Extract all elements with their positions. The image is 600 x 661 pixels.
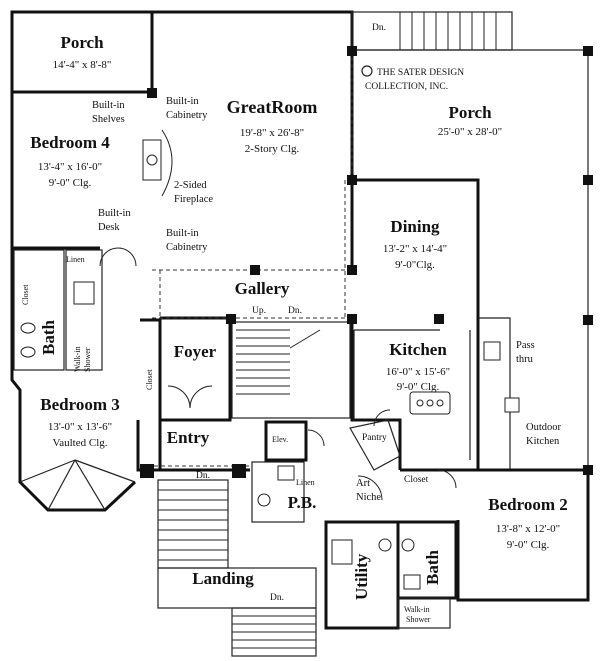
porch-left-dims: 14'-4" x 8'-8" [53, 59, 112, 71]
walkin-shower-left-box [65, 249, 103, 371]
fireplace [142, 129, 173, 197]
bedroom3-name: Bedroom 3 [40, 395, 120, 414]
dining-name: Dining [390, 217, 440, 236]
dining-ceiling: 9'-0"Clg. [395, 259, 435, 271]
builtin-desk-line2: Desk [98, 222, 120, 233]
builtin-shelves-line2: Shelves [92, 114, 125, 125]
landing-stairs [231, 607, 317, 657]
bath-left-box [13, 249, 65, 371]
foyer-wall [136, 316, 250, 472]
top-stair-treads [399, 12, 497, 50]
doors [99, 247, 457, 501]
copyright-icon [361, 65, 373, 77]
bedroom2-name: Bedroom 2 [488, 495, 568, 514]
kitchen-dims: 16'-0" x 15'-6" [386, 366, 450, 378]
builtin-shelves-line1: Built-in [92, 100, 125, 111]
walkin-shower-right-b: Shower [406, 615, 431, 624]
linen-top-label: Linen [66, 255, 85, 264]
bedroom2-wall [400, 468, 590, 602]
stair-up-label: Up. [252, 306, 266, 316]
pass-thru-line2: thru [516, 354, 534, 365]
outdoor-kitchen-line2: Kitchen [526, 436, 560, 447]
kitchen-name: Kitchen [389, 340, 447, 359]
pantry-label: Pantry [362, 433, 387, 443]
copyright-line-1: THE SATER DESIGN [377, 68, 464, 78]
interior-stair-treads [236, 329, 321, 395]
posts [140, 46, 593, 478]
dining-dims: 13'-2" x 14'-4" [383, 243, 447, 255]
stairwell-box [231, 321, 351, 419]
utility-name: Utility [352, 553, 371, 600]
copyright-line-2: COLLECTION, INC. [365, 82, 448, 92]
outdoor-kitchen-wall [478, 317, 511, 470]
outdoor-kitchen-line1: Outdoor [526, 422, 562, 433]
art-niche-line1: Art [356, 478, 370, 489]
bedroom4-name: Bedroom 4 [30, 133, 110, 152]
closet-br2-label: Closet [404, 475, 429, 485]
closet-far-left-label: Closet [21, 284, 30, 305]
top-stair-dn-label: Dn. [372, 23, 386, 33]
pass-thru-line1: Pass [516, 340, 535, 351]
porch-left-wall [10, 10, 154, 94]
greatroom-name: GreatRoom [227, 97, 318, 117]
builtin-desk-line1: Built-in [98, 208, 131, 219]
stair-dn-label: Dn. [288, 306, 302, 316]
builtin-cab-top-line1: Built-in [166, 96, 199, 107]
porch-right-name: Porch [448, 103, 492, 122]
bedroom4-ceiling: 9'-0" Clg. [49, 177, 92, 189]
fireplace-line1: 2-Sided [174, 180, 207, 191]
walkin-shower-left-b: Shower [83, 347, 92, 372]
pb-box [251, 461, 305, 523]
bath-fixtures [20, 281, 421, 590]
greatroom-dims: 19'-8" x 26'-8" [240, 127, 304, 139]
foyer-name: Foyer [174, 342, 217, 361]
art-niche-line2: Niche [356, 492, 381, 503]
bedroom3-ceiling: Vaulted Clg. [53, 437, 108, 449]
bedroom2-dims: 13'-8" x 12'-0" [496, 523, 560, 535]
porch-left-name: Porch [60, 33, 104, 52]
entry-name: Entry [167, 428, 210, 447]
kitchen-fixtures [349, 329, 520, 471]
linen-pb-label: Linen [296, 478, 315, 487]
walkin-shower-right-a: Walk-in [404, 605, 430, 614]
pb-name: P.B. [288, 493, 317, 512]
gallery-name: Gallery [235, 279, 290, 298]
bath-right-name: Bath [423, 550, 442, 586]
builtin-cab-top-line2: Cabinetry [166, 110, 208, 121]
entry-stair-dn-label: Dn. [196, 471, 210, 481]
fireplace-line2: Fireplace [174, 194, 213, 205]
bay-lines [19, 459, 136, 511]
closet-mid-label: Closet [145, 369, 154, 390]
bath-left-name: Bath [39, 320, 58, 356]
landing-name: Landing [192, 569, 254, 588]
walkin-shower-right-box [397, 597, 451, 629]
bedroom3-dims: 13'-0" x 13'-6" [48, 421, 112, 433]
bedroom2-ceiling: 9'-0" Clg. [507, 539, 550, 551]
landing-dn-label: Dn. [270, 593, 284, 603]
bedroom4-dims: 13'-4" x 16'-0" [38, 161, 102, 173]
greatroom-ceiling: 2-Story Clg. [245, 143, 300, 155]
builtin-cab-bot-line1: Built-in [166, 228, 199, 239]
elevator-label: Elev. [272, 435, 288, 444]
elevator-box [264, 420, 308, 462]
kitchen-ceiling: 9'-0" Clg. [397, 381, 440, 393]
entry-stairs [157, 479, 229, 569]
builtin-cab-bot-line2: Cabinetry [166, 242, 208, 253]
porch-right-dims: 25'-0" x 28'-0" [438, 126, 502, 138]
walkin-shower-left-a: Walk-in [73, 346, 82, 372]
